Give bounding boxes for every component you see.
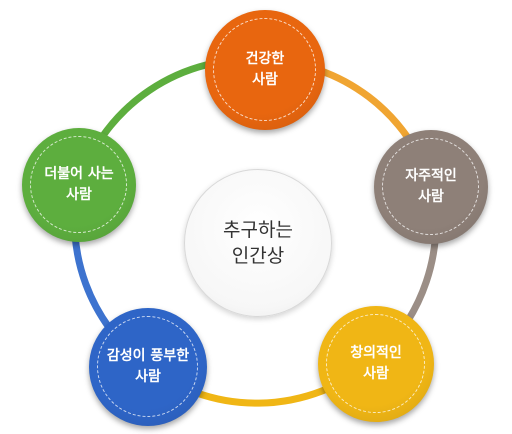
node-coexisting-person: 더불어 사는 사람 [22, 128, 136, 242]
node-healthy-person-ring [213, 18, 316, 121]
node-emotional-person-ring [97, 316, 198, 417]
node-creative-person: 창의적인 사람 [318, 306, 434, 422]
node-coexisting-person-label: 더불어 사는 사람 [44, 166, 114, 203]
node-emotional-person-label: 감성이 풍부한 사람 [106, 348, 190, 385]
node-healthy-person-label: 건강한 사람 [245, 51, 285, 88]
node-coexisting-person-ring [30, 136, 127, 233]
node-autonomous-person: 자주적인 사람 [374, 130, 488, 244]
node-healthy-person: 건강한 사람 [205, 10, 325, 130]
center-circle: 추구하는 인간상 [184, 169, 332, 317]
node-autonomous-person-label: 자주적인 사람 [405, 168, 457, 205]
node-creative-person-label: 창의적인 사람 [350, 345, 402, 382]
node-emotional-person: 감성이 풍부한 사람 [89, 308, 207, 426]
center-label: 추구하는 인간상 [223, 219, 293, 267]
node-autonomous-person-ring [382, 138, 479, 235]
node-creative-person-ring [326, 314, 425, 413]
